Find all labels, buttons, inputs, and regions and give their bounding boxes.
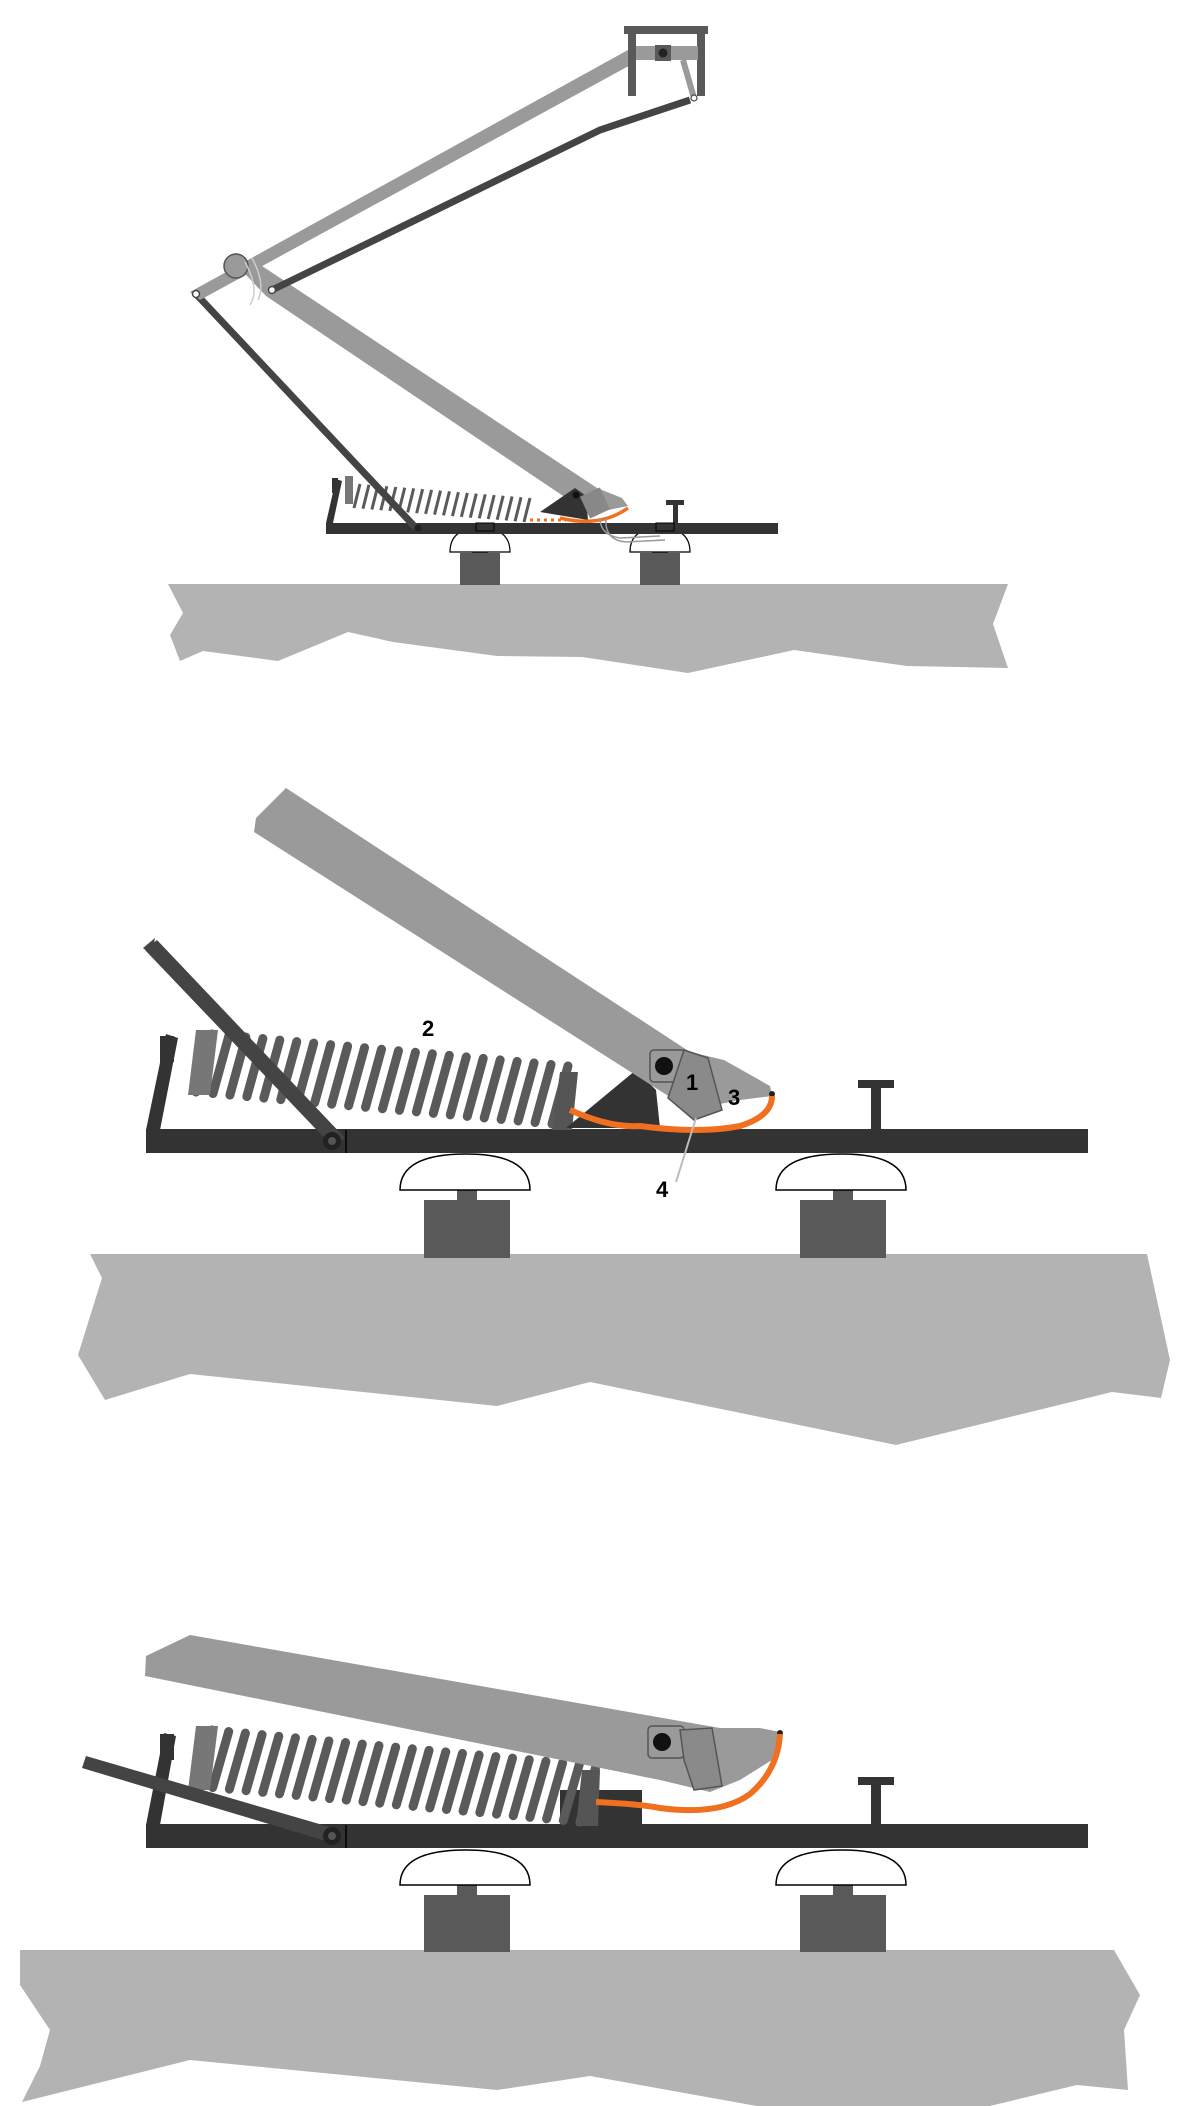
lower-arm-1 [228,256,628,510]
ground-slab-2 [78,1254,1170,1445]
leader-line-4 [675,1117,697,1183]
spring-coil [504,496,514,521]
spring-coil [486,494,496,520]
spring-coil [428,1050,454,1118]
spring-coil [479,1055,505,1123]
label-1: 1 [686,1070,698,1095]
spring-coil [208,1031,234,1099]
spring-coil [495,495,505,521]
spring-coil [508,1755,534,1821]
spring-coil [408,1745,434,1811]
spring-coil [341,1739,367,1805]
spring-coil [450,491,460,517]
lower-arm-2 [254,788,772,1110]
spring-coil [477,493,487,519]
spring-3 [191,1725,601,1827]
spring-coil [258,1731,284,1797]
spring-coil [558,1759,584,1825]
spring-coil [433,490,442,515]
spring-coil [496,1056,522,1124]
spring-coil [358,1741,384,1807]
lower-rod-1 [193,291,419,531]
spring-coil [441,1748,467,1814]
spring-coil [394,1047,420,1115]
insulator-left-1 [449,527,511,585]
pan-head-1 [624,26,708,102]
ground-slab-3 [20,1950,1140,2106]
ground-slab-1 [168,584,1008,673]
spring-coil [468,493,478,518]
spring-coil [525,1756,551,1822]
spring-coil [327,1041,353,1109]
stop-post-2 [871,1085,881,1130]
base-frame-2 [146,1129,1088,1153]
spring-coil [391,1744,417,1810]
spring-coil [442,491,451,516]
spring-coil [475,1752,501,1818]
spring-coil [513,1058,539,1126]
panel-raised [168,26,1008,673]
spring-coil [425,1747,451,1813]
lower-arm-3 [145,1635,780,1792]
shunt-cable-2 [568,1095,775,1133]
spring-coil [377,1046,403,1114]
spring-coil [291,1734,317,1800]
base-frame-1 [326,523,778,534]
spring-coil [445,1052,471,1120]
spring-coil [274,1733,300,1799]
insulator-right-3 [775,1849,907,1952]
spring-coil [325,1738,351,1804]
spring-coil [344,1043,370,1111]
stop-post-3 [871,1782,881,1825]
spring-coil [415,488,425,514]
spring-coil [361,484,371,510]
upper-rod-1 [270,96,692,294]
shunt-cable-1 [559,506,630,524]
lower-rod-2 [145,940,345,1146]
panel-lowered [20,1635,1140,2106]
label-3: 3 [728,1085,740,1110]
spring-coil [411,1049,437,1117]
stop-post-1 [673,503,678,523]
spring-coil [459,492,469,518]
spring-coil [241,1730,267,1796]
spring-coil [361,1044,387,1112]
spring-coil [406,488,416,513]
spring-coil [352,483,362,509]
knee-joint-1 [223,253,249,279]
spring-coil [462,1053,488,1121]
insulator-left-2 [399,1153,531,1258]
spring-coil [492,1753,518,1819]
spring-coil [242,1034,268,1102]
spring-coil [208,1727,234,1793]
spring-coil [513,496,523,522]
spring-coil [310,1040,336,1108]
panel-detail: 1 2 3 4 [78,788,1170,1445]
upper-arm-1 [190,50,636,300]
spring-coil [542,1758,568,1824]
shunt-cable-3 [595,1733,783,1814]
spring-coil [375,1742,401,1808]
label-4: 4 [656,1177,669,1202]
insulator-right-2 [775,1153,907,1258]
lower-rod-3 [82,1756,340,1844]
label-2: 2 [422,1016,434,1041]
spring-coil [224,1728,250,1794]
spring-coil [308,1736,334,1802]
insulator-left-3 [399,1849,531,1952]
spring-coil [424,489,434,515]
spring-coil [530,1059,556,1127]
spring-coil [458,1750,484,1816]
spring-coil [522,497,532,523]
